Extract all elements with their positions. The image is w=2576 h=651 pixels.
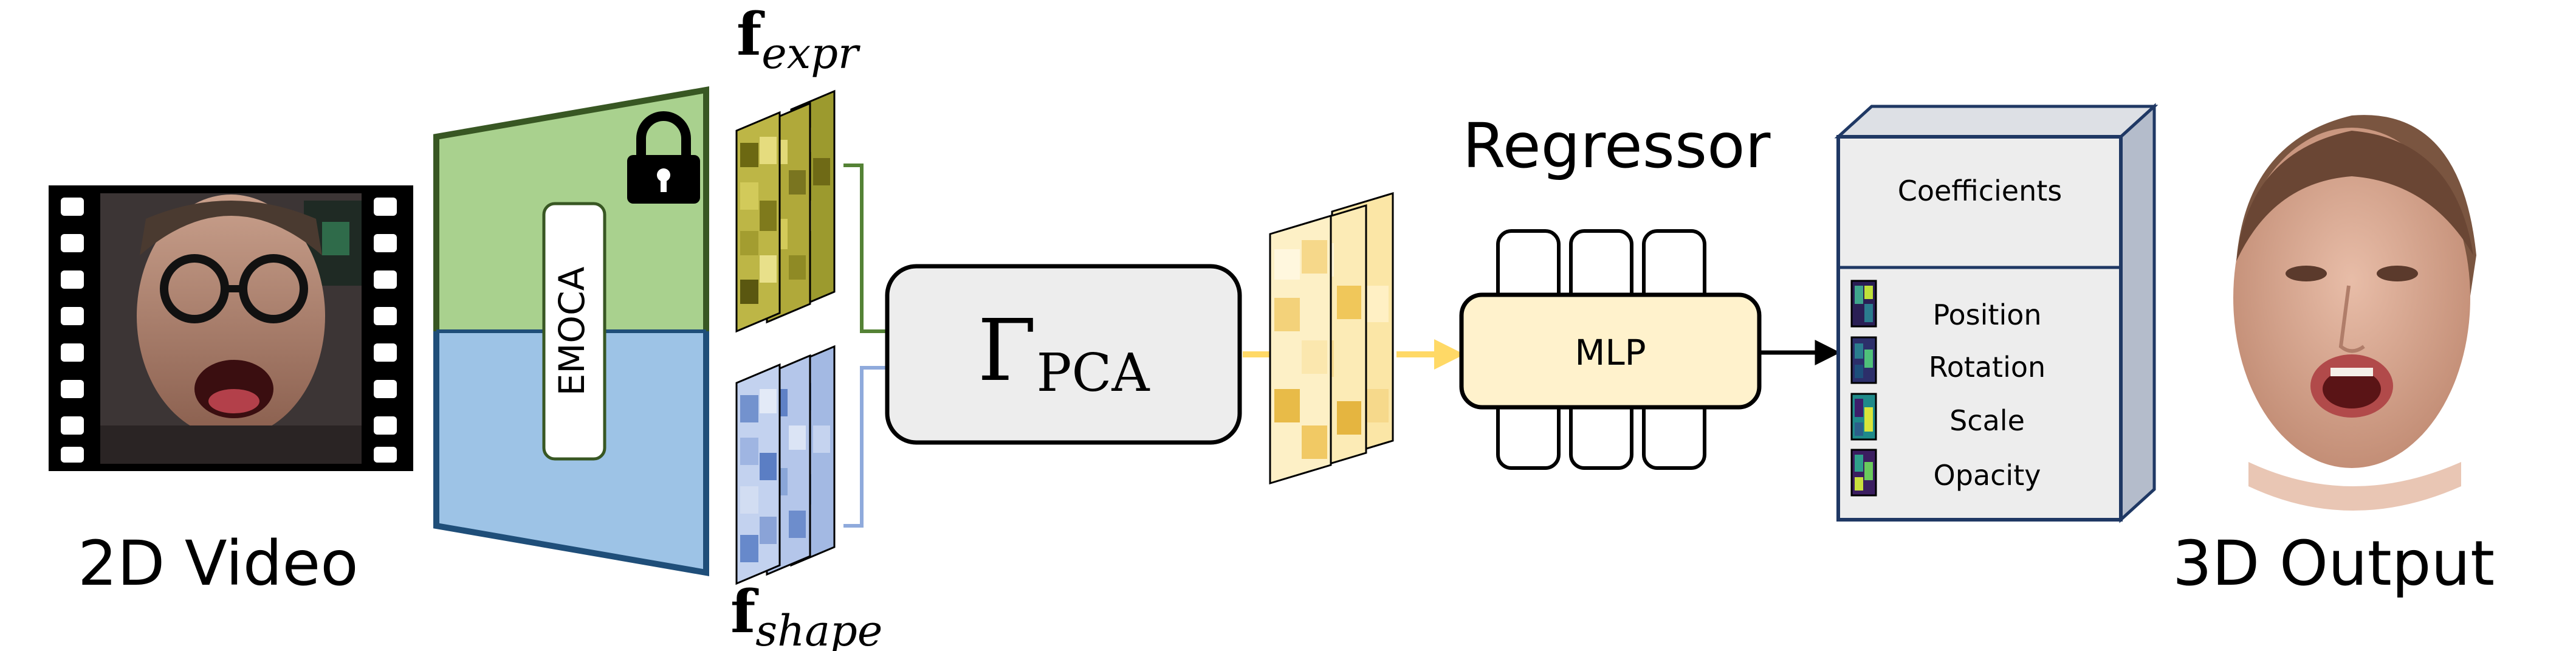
pca-feature-maps [1269,191,1394,485]
coefficient-swatch-scale [1850,393,1877,441]
expr-symbol: f [737,0,765,69]
expr-connector [843,164,887,333]
coefficients-title: Coefficients [1898,174,2063,207]
shape-feature-label: fshape [730,577,882,651]
pca-symbol: Γ [978,301,1037,401]
shape-subscript: shape [755,606,882,651]
expr-map-1 [735,111,781,333]
coefficient-swatch-position [1850,280,1877,328]
pca-label: ΓPCA [978,301,1150,404]
encoder-label: EMOCA [551,266,592,396]
coefficient-swatch-opacity [1850,449,1877,497]
input-label: 2D Video [78,528,359,600]
expr-subscript: expr [761,29,860,78]
input-video-frame [49,185,413,471]
expr-feature-maps [735,89,836,333]
regressor-title: Regressor [1463,110,1771,182]
shape-symbol: f [730,577,759,646]
output-label: 3D Output [2172,528,2495,600]
shape-connector [843,366,887,528]
shape-feature-maps [735,345,836,585]
coefficient-swatch-rotation [1850,336,1877,384]
lock-icon [627,111,700,204]
pca-subscript: PCA [1037,343,1150,404]
coefficient-label-opacity: Opacity [1934,459,2041,492]
pca-block: ΓPCA [885,264,1242,445]
expr-feature-label: fexpr [737,0,860,78]
coefficient-label-position: Position [1932,298,2041,331]
coefficients-block: Coefficients Position Rotation Scale [1834,103,2159,523]
mlp-block: MLP [1459,229,1762,470]
pca-map-1 [1269,214,1332,485]
coefficient-label-scale: Scale [1949,404,2025,437]
output-face [2233,115,2476,511]
shape-map-1 [735,363,781,585]
mlp-label: MLP [1575,332,1646,373]
coefficient-label-rotation: Rotation [1929,351,2045,384]
